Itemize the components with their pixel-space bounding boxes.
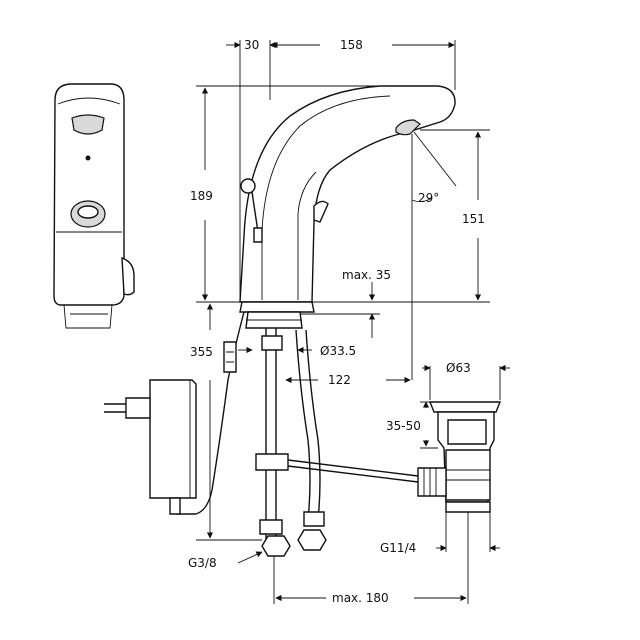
dim-35-50-label: 35-50 bbox=[386, 419, 421, 433]
dim-63-label: Ø63 bbox=[446, 361, 471, 375]
supply-hoses bbox=[176, 311, 327, 557]
faucet-side-view bbox=[239, 85, 456, 329]
faucet-front-view bbox=[53, 83, 135, 329]
power-supply-unit bbox=[104, 379, 197, 515]
dim-max35-label: max. 35 bbox=[342, 268, 391, 282]
dim-max180-label: max. 180 bbox=[332, 591, 389, 605]
dim-355-label: 355 bbox=[190, 345, 213, 359]
dim-33-5-label: Ø33.5 bbox=[320, 344, 356, 358]
dim-122-label: 122 bbox=[328, 373, 351, 387]
dim-30-label: 30 bbox=[244, 38, 259, 52]
dimension-labels: 30 158 189 151 29° max. 35 Ø33.5 355 122… bbox=[188, 38, 485, 605]
dimension-lines bbox=[196, 40, 510, 604]
dim-189-label: 189 bbox=[190, 189, 213, 203]
dim-g3-8-label: G3/8 bbox=[188, 556, 217, 570]
dim-158-label: 158 bbox=[340, 38, 363, 52]
pop-up-waste bbox=[255, 401, 502, 513]
dim-151-label: 151 bbox=[462, 212, 485, 226]
dim-g11-4-label: G11/4 bbox=[380, 541, 416, 555]
dim-29deg-label: 29° bbox=[418, 191, 439, 205]
